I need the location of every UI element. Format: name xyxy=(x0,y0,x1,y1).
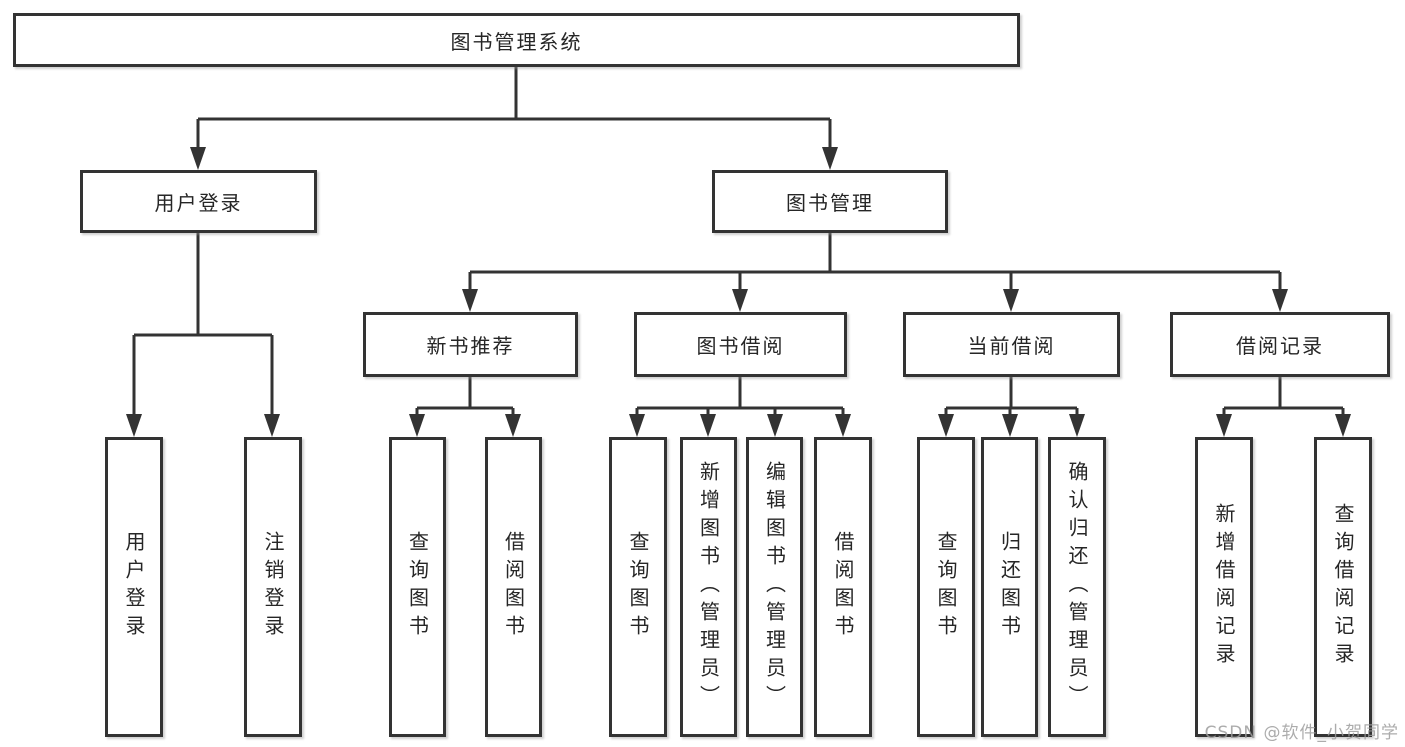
node-user-login: 用户登录 xyxy=(80,170,317,233)
node-leaf-query-books-borrow: 查询图书 xyxy=(609,437,667,737)
node-label: 借阅图书 xyxy=(501,531,526,643)
node-leaf-query-books-current: 查询图书 xyxy=(917,437,975,737)
node-label: 图书借阅 xyxy=(696,334,785,358)
node-label: 新增图书（管理员） xyxy=(696,461,721,713)
node-label: 当前借阅 xyxy=(967,334,1056,358)
node-borrowing-records: 借阅记录 xyxy=(1170,312,1390,377)
node-leaf-add-borrow-record: 新增借阅记录 xyxy=(1195,437,1253,737)
connector-book-borrow-children xyxy=(635,377,845,417)
node-label: 用户登录 xyxy=(122,531,146,643)
connector-root-to-level2 xyxy=(196,67,832,150)
node-new-book-recommendation: 新书推荐 xyxy=(363,312,578,377)
node-label: 新增借阅记录 xyxy=(1212,503,1236,671)
connector-current-borrow-children xyxy=(944,377,1079,417)
node-label: 查询借阅记录 xyxy=(1331,503,1355,671)
node-book-management: 图书管理 xyxy=(712,170,948,233)
connector-user-login-children xyxy=(132,233,274,417)
node-current-borrowing: 当前借阅 xyxy=(903,312,1120,377)
node-library-management-system: 图书管理系统 xyxy=(13,13,1020,67)
node-label: 图书管理 xyxy=(786,191,874,215)
node-label: 注销登录 xyxy=(261,531,285,643)
node-leaf-return-books: 归还图书 xyxy=(981,437,1038,737)
node-label: 借阅记录 xyxy=(1236,334,1324,358)
node-label: 归还图书 xyxy=(997,531,1022,643)
arrowheads xyxy=(126,147,1351,437)
connector-book-mgmt-to-level3 xyxy=(468,233,1282,292)
node-label: 查询图书 xyxy=(405,531,430,643)
node-label: 查询图书 xyxy=(934,531,958,643)
node-label: 编辑图书（管理员） xyxy=(762,461,787,713)
node-leaf-borrow-books-rec: 借阅图书 xyxy=(485,437,542,737)
node-leaf-query-borrow-record: 查询借阅记录 xyxy=(1314,437,1372,737)
node-label: 借阅图书 xyxy=(831,531,855,643)
node-leaf-logout: 注销登录 xyxy=(244,437,302,737)
node-leaf-borrow-books: 借阅图书 xyxy=(814,437,872,737)
node-leaf-add-books-admin: 新增图书（管理员） xyxy=(680,437,737,737)
node-leaf-edit-books-admin: 编辑图书（管理员） xyxy=(746,437,803,737)
node-label: 用户登录 xyxy=(154,191,243,215)
connector-borrow-records-children xyxy=(1222,377,1345,417)
node-leaf-confirm-return-admin: 确认归还（管理员） xyxy=(1048,437,1106,737)
node-label: 查询图书 xyxy=(626,531,650,643)
node-label: 确认归还（管理员） xyxy=(1065,461,1089,713)
node-label: 新书推荐 xyxy=(426,334,515,358)
node-leaf-query-books-rec: 查询图书 xyxy=(389,437,446,737)
node-leaf-user-login: 用户登录 xyxy=(105,437,163,737)
connector-new-rec-children xyxy=(415,377,515,417)
node-label: 图书管理系统 xyxy=(450,29,583,54)
csdn-watermark: CSDN @软件_小贺同学 xyxy=(1204,723,1399,743)
node-book-borrowing: 图书借阅 xyxy=(634,312,847,377)
